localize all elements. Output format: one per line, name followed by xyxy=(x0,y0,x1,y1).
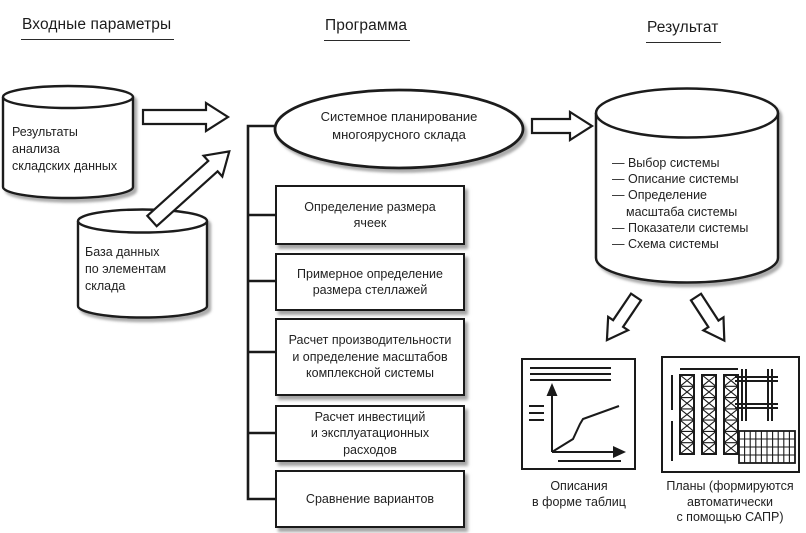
plans-output-caption: Планы (формируются автоматически с помощ… xyxy=(666,479,794,524)
result-item: — Определение масштаба системы xyxy=(612,188,738,219)
step-box-capacity: Расчет производительности и определение … xyxy=(275,318,465,396)
step-label: Расчет производительности и определение … xyxy=(288,333,452,381)
program-main-label: Системное планирование многоярусного скл… xyxy=(320,109,478,142)
db-analysis-label: Результаты анализа складских данных xyxy=(12,125,118,173)
step-box-investments: Расчет инвестиций и эксплуатационных рас… xyxy=(275,405,465,462)
tables-output-caption: Описания в форме таблиц xyxy=(532,479,626,509)
step-box-rack-size: Примерное определение размера стеллажей xyxy=(275,253,465,311)
cad-plan-icon xyxy=(671,368,796,464)
result-items-list: — Выбор системы — Описание системы — Опр… xyxy=(612,155,782,252)
arrow-analysis-to-program xyxy=(141,100,231,134)
db-cylinder-analysis xyxy=(1,84,135,200)
header-input-parameters: Входные параметры xyxy=(21,16,175,40)
result-item: — Схема системы xyxy=(612,237,719,252)
result-item: — Выбор системы xyxy=(612,156,720,170)
step-label: Определение размера ячеек xyxy=(304,199,436,231)
step-box-compare-variants: Сравнение вариантов xyxy=(275,470,465,528)
result-item: — Описание системы xyxy=(612,172,739,187)
program-main-ellipse xyxy=(273,88,525,170)
step-label: Примерное определение размера стеллажей xyxy=(297,266,443,298)
program-steps-connector xyxy=(246,124,278,501)
tables-output-box xyxy=(521,358,636,470)
arrow-result-to-plans xyxy=(689,292,726,343)
plans-output-box xyxy=(661,356,800,473)
header-program: Программа xyxy=(324,17,411,41)
arrow-result-to-tables xyxy=(605,292,643,342)
step-label: Расчет инвестиций и эксплуатационных рас… xyxy=(310,409,430,457)
arrow-program-to-result xyxy=(530,109,595,143)
db-elements-label: База данных по элементам склада xyxy=(85,245,167,293)
table-chart-icon xyxy=(529,367,626,462)
db-cylinder-elements xyxy=(76,208,209,319)
step-box-cell-size: Определение размера ячеек xyxy=(275,185,465,245)
header-result: Результат xyxy=(646,19,722,43)
result-item: — Показатели системы xyxy=(612,220,749,235)
step-label: Сравнение вариантов xyxy=(305,491,435,506)
result-db-cylinder xyxy=(594,87,780,284)
arrow-elements-to-program xyxy=(145,150,231,228)
